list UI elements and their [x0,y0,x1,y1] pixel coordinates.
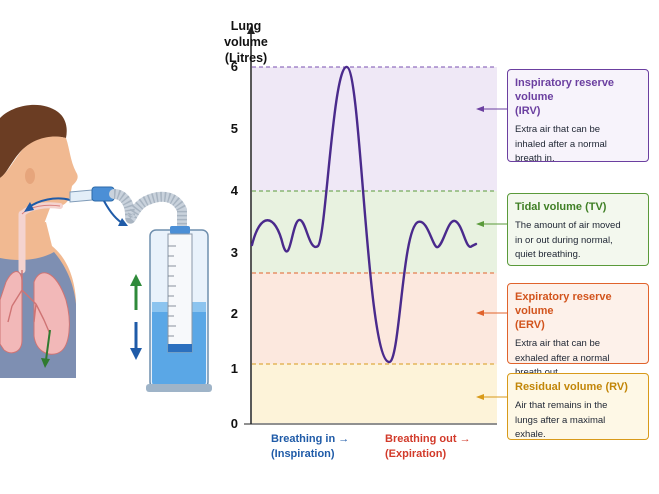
irv-description: Extra air that can be inhaled after a no… [515,123,642,167]
erv-desc-line2: exhaled after a normal [515,352,610,364]
erv-connector-head [476,310,484,316]
y-tick-4: 4 [230,183,238,198]
irv-title-line2: (IRV) [515,105,541,117]
irv-desc-line1: Extra air that can be [515,124,601,135]
erv-title-line1: Expiratory reserve volume [515,291,612,317]
zone-tv-band [252,191,497,273]
y-tick-1: 1 [230,361,238,376]
y-tick-6: 6 [230,59,238,74]
erv-description: Extra air that can be exhaled after a no… [515,337,642,381]
y-axis-title-line1: Lung volume [224,19,268,49]
irv-desc-line3: breath in. [515,153,555,164]
rv-title: Residual volume (RV) [515,381,628,393]
breathing-in-label: Breathing in → (Inspiration) [271,432,349,462]
breathing-out-label: Breathing out → (Expiration) [385,432,471,462]
y-tick-0: 0 [230,416,238,431]
rv-desc-line1: Air that remains in the [515,400,608,411]
y-axis-title: Lung volume (Litres) [208,18,284,66]
zone-irv-band [252,67,497,191]
tv-desc-line2: in or out during normal, [515,234,613,246]
rv-description: Air that remains in the lungs after a ma… [515,399,642,443]
irv-desc-line2: inhaled after a normal [515,138,607,150]
erv-desc-line3: breath out. [515,366,642,381]
y-tick-5: 5 [230,121,238,136]
breathing-out-text: Breathing out [385,433,457,445]
breathing-in-arrow-icon: → [338,433,350,445]
erv-title: Expiratory reserve volume (ERV) [515,290,642,332]
tv-connector-head [476,221,484,227]
rv-connector-head [476,394,484,400]
tv-desc-line3: quiet breathing. [515,249,581,260]
y-axis-title-line2: (Litres) [224,51,268,65]
irv-title: Inspiratory reserve volume (IRV) [515,76,642,118]
spirometer-illustration [130,226,212,392]
tv-title: Tidal volume (TV) [515,201,607,213]
breathing-in-text: Breathing in [271,433,336,445]
erv-card: Expiratory reserve volume (ERV) Extra ai… [507,283,649,378]
person-illustration [0,104,187,378]
irv-title-line1: Inspiratory reserve volume [515,77,615,103]
expiration-text: (Expiration) [385,448,447,460]
erv-title-line2: (ERV) [515,319,545,331]
breathing-out-arrow-icon: → [459,433,471,445]
rv-desc-line2: lungs after a maximal [515,414,606,426]
tv-description: The amount of air moved in or out during… [515,219,642,263]
lung-volume-curve [250,65,478,364]
rv-desc-line3: exhale. [515,429,546,440]
y-axis-arrowhead [247,26,255,34]
erv-desc-line1: Extra air that can be [515,338,601,349]
rv-card: Residual volume (RV) Air that remains in… [507,373,649,440]
tv-desc-line1: The amount of air moved [515,220,621,231]
irv-card: Inspiratory reserve volume (IRV) Extra a… [507,69,649,164]
inspiration-text: (Inspiration) [271,448,335,460]
y-tick-2: 2 [230,306,238,321]
tv-card: Tidal volume (TV) The amount of air move… [507,193,649,266]
irv-connector-head [476,106,484,112]
zone-rv-band [252,364,497,423]
y-tick-3: 3 [230,245,238,260]
